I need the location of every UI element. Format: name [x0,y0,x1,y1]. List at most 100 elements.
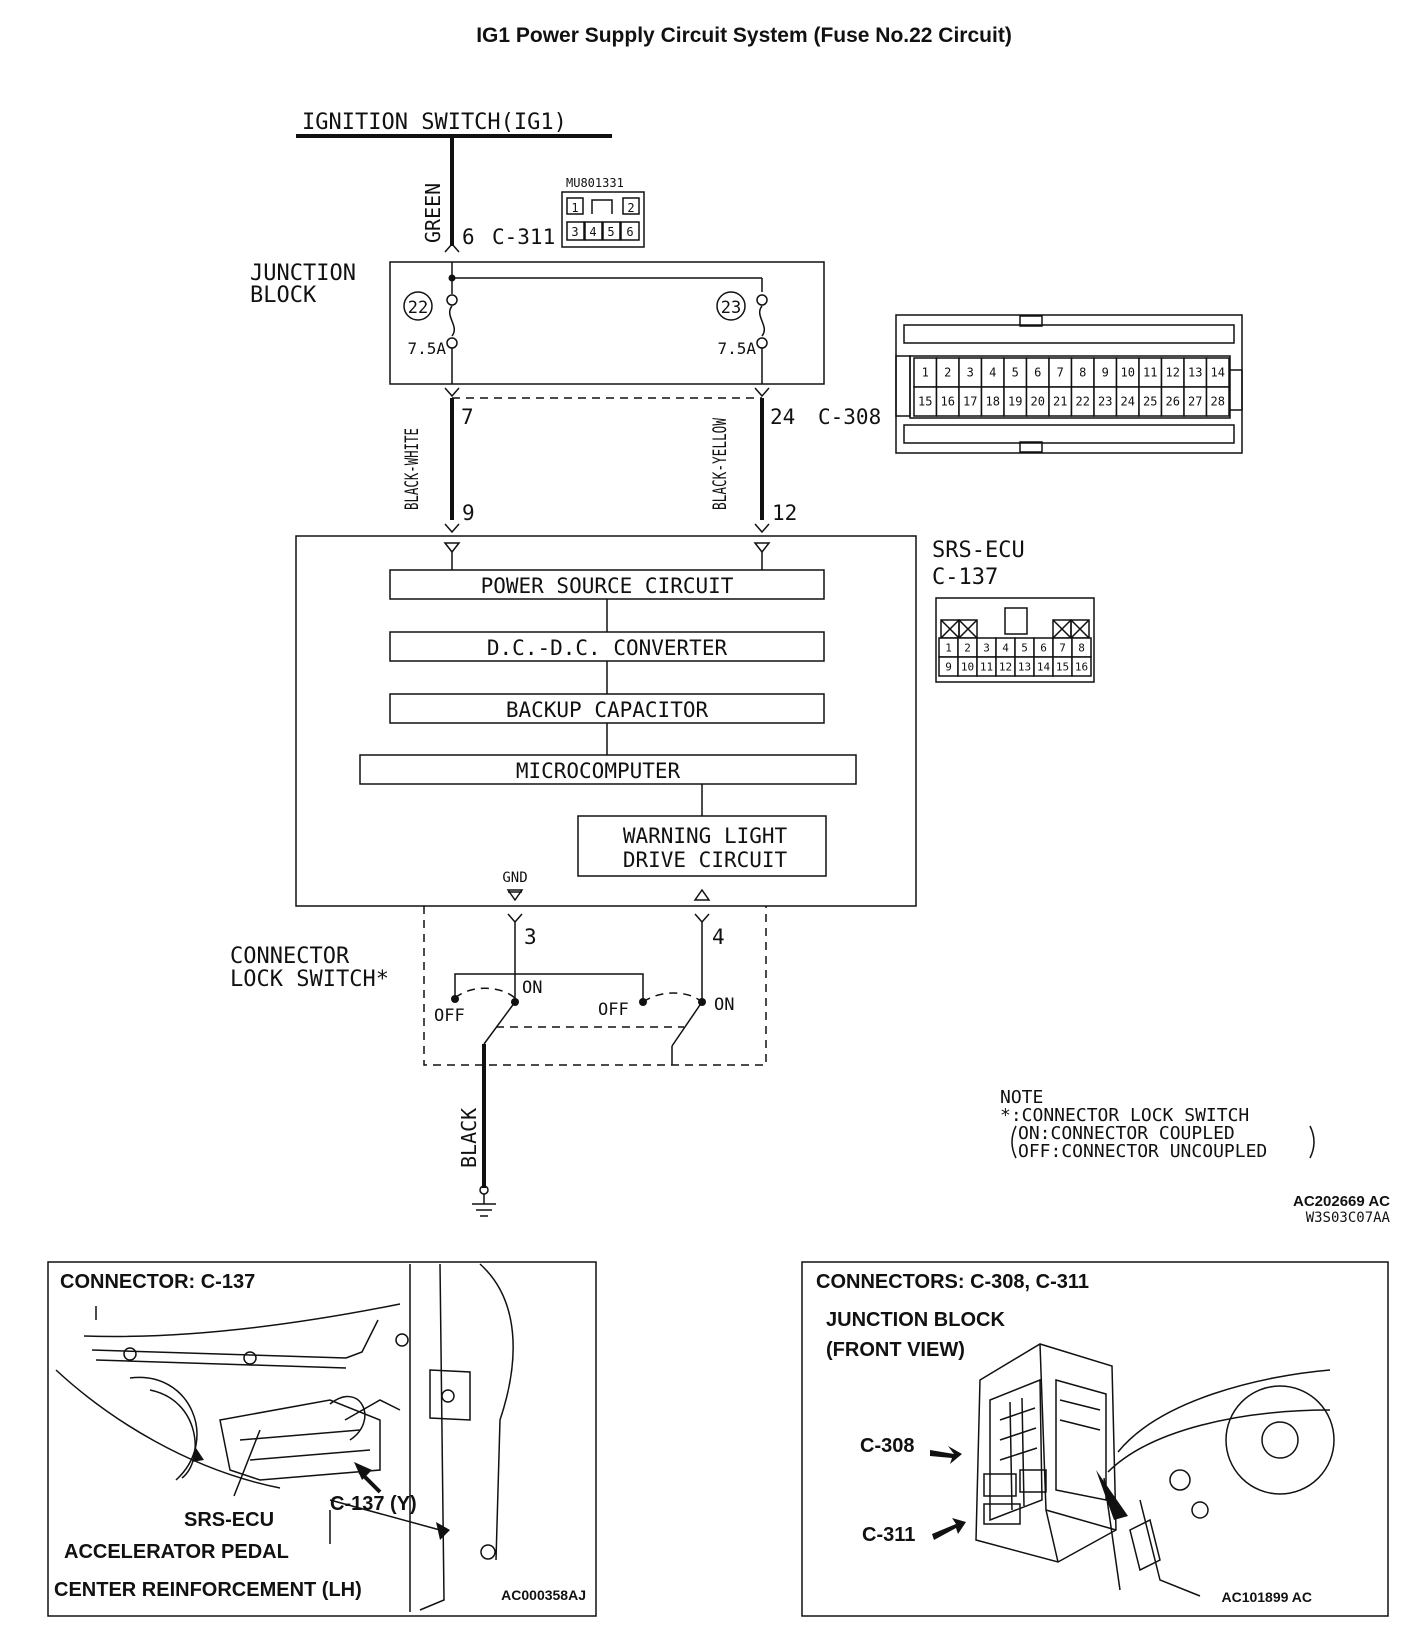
pin-3-label: 3 [524,925,537,949]
power-source-circuit-label: POWER SOURCE CIRCUIT [481,574,734,598]
lock-switch-label: LOCK SWITCH* [230,967,389,992]
c308-cell-label: 18 [986,395,1000,409]
c308-cell-label: 22 [1076,395,1090,409]
lock-switch-label: CONNECTOR [230,944,350,969]
connector-c311-arrow [444,242,460,253]
ecu-pin-9: 9 [462,501,475,525]
connector-c308-name: C-308 [818,405,881,429]
c308-cell-label: 1 [922,366,929,380]
panel-left-code: AC000358AJ [501,1587,586,1603]
dc-dc-converter-label: D.C.-D.C. CONVERTER [487,636,728,660]
c308-cell-label: 4 [989,366,996,380]
c311-cell: 5 [607,225,614,239]
c137-cell-label: 13 [1018,660,1031,673]
junction-block-label: BLOCK [250,283,317,308]
c137-cell-label: 16 [1075,660,1088,673]
switch-off-label: OFF [434,1006,465,1026]
switch-on-label: ON [522,978,542,998]
c308-cell-label: 17 [963,395,977,409]
c311-cell: 3 [571,225,578,239]
c308-cell-label: 21 [1053,395,1067,409]
c137-cell-label: 1 [945,641,952,654]
c308-cell-label: 26 [1166,395,1180,409]
c137-cell-label: 9 [945,660,952,673]
panel-left-title: CONNECTOR: C-137 [60,1271,255,1293]
note-title: NOTE [1000,1087,1043,1108]
c137-cell-label: 3 [983,641,990,654]
switch-on-label: ON [714,995,734,1015]
c137-cell-label: 8 [1078,641,1085,654]
c137-cell-label: 15 [1056,660,1069,673]
wire-black-white-label: BLACK-WHITE [401,428,423,510]
lock-switch-housing [423,906,767,1066]
ignition-switch-label: IGNITION SWITCH(IG1) [302,110,567,135]
c308-cell-label: 19 [1008,395,1022,409]
dashboard-view-illustration [1096,1369,1335,1597]
c308-cell-label: 2 [944,366,951,380]
panel-right-code: AC101899 AC [1221,1589,1312,1605]
callout-center-reinforcement: CENTER REINFORCEMENT (LH) [54,1579,362,1601]
pin-4-label: 4 [712,925,725,949]
c311-cell: 6 [626,225,633,239]
c308-cell-label: 6 [1034,366,1041,380]
panel-connector-c137: CONNECTOR: C-137 [47,1261,597,1617]
c308-cell-label: 12 [1166,366,1180,380]
note-line: *:CONNECTOR LOCK SWITCH [1000,1105,1249,1126]
lock-switch-blade-1 [483,1001,516,1045]
c137-cell [1071,656,1092,677]
dc-dc-converter [389,631,825,662]
c311-cell: 2 [627,201,634,215]
wire-green-label: GREEN [421,183,445,243]
gnd-label: GND [502,870,527,886]
connector-c308-arrow-right [754,387,770,398]
c137-cell-label: 7 [1059,641,1066,654]
c308-cell-label: 3 [967,366,974,380]
panel-right-subtitle: JUNCTION BLOCK [826,1309,1005,1331]
c308-cell-label: 27 [1188,395,1202,409]
fuse-22: 22 7.5A [403,291,458,384]
panel-right-subtitle: (FRONT VIEW) [826,1339,965,1361]
fuse-22-rating: 7.5A [407,339,446,358]
callout-c137: C-137 (Y) [330,1493,417,1515]
ground-icon [472,1185,496,1217]
fuse-23-rating: 7.5A [717,339,756,358]
warning-light-drive-circuit [577,815,827,877]
c137-cell-label: 12 [999,660,1012,673]
c308-cell-label: 5 [1012,366,1019,380]
c137-cell-label: 6 [1040,641,1047,654]
connector-c308-pin-right: 24 [770,405,795,429]
junction-block-illustration [975,1343,1117,1563]
lock-switch-blade-2 [671,1001,703,1047]
c308-cell-label: 20 [1031,395,1045,409]
fuse-23-number: 23 [721,298,741,318]
c137-cell-label: 10 [961,660,974,673]
callout-c311: C-311 [862,1524,915,1546]
microcomputer [359,754,857,785]
c137-cell-label: 2 [964,641,971,654]
fuse-22-number: 22 [408,298,428,318]
power-source-circuit [389,569,825,600]
switch-off-label: OFF [598,1000,629,1020]
dashboard-illustration [55,1263,514,1612]
diagram-code: AC202669 AC [1293,1193,1390,1210]
junction-block-label: JUNCTION [250,261,356,286]
note-line: ON:CONNECTOR COUPLED [1018,1123,1235,1144]
c308-cell-label: 8 [1079,366,1086,380]
diagram-sub-code: W3S03C07AA [1306,1210,1391,1226]
c308-cell-label: 9 [1102,366,1109,380]
drive-circuit-label: DRIVE CIRCUIT [623,848,788,872]
c137-cell-label: 11 [980,660,993,673]
c137-cell-label: 4 [1002,641,1009,654]
connector-c311-part-number: MU801331 [566,176,624,190]
callout-c308-arrow [930,1446,962,1464]
junction-block [389,261,825,385]
fuse-23: 23 7.5A [451,278,768,384]
wire-black-yellow-label: BLACK-YELLOW [709,418,731,510]
note-line: OFF:CONNECTOR UNCOUPLED [1018,1141,1267,1162]
wire-black-label: BLACK [457,1108,481,1168]
fuse-22-badge [403,291,433,321]
